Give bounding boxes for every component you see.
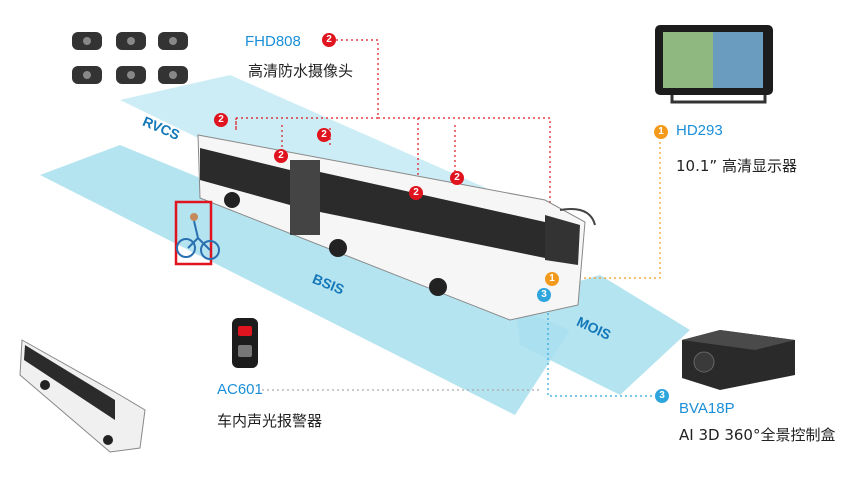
connector-lines <box>235 39 661 397</box>
bus-image <box>197 134 596 321</box>
cyclist-image <box>174 200 220 266</box>
ac601-code: AC601 <box>217 381 263 398</box>
camera-badge: 2 <box>317 128 331 142</box>
fhd808-desc: 高清防水摄像头 <box>248 62 354 80</box>
camera-badge: 2 <box>214 113 228 127</box>
hd293-code: HD293 <box>676 122 723 139</box>
fhd808-code: FHD808 <box>245 33 301 50</box>
bva18p-desc: AI 3D 360°全景控制盒 <box>679 426 836 444</box>
controller-image <box>682 330 795 390</box>
small-bus-image <box>19 339 146 453</box>
alarm-image <box>232 318 258 368</box>
bsis-zone <box>40 145 570 415</box>
camera-badge: 2 <box>450 171 464 185</box>
bva18p-badge: 3 <box>655 389 669 403</box>
ac601-desc: 车内声光报警器 <box>217 412 323 430</box>
bva18p-code: BVA18P <box>679 400 735 417</box>
camera-badge: 2 <box>409 186 423 200</box>
hd293-badge: 1 <box>654 125 668 139</box>
display-badge: 1 <box>545 272 559 286</box>
camera-badge: 2 <box>274 149 288 163</box>
fhd808-badge: 2 <box>322 33 336 47</box>
controller-badge: 3 <box>537 288 551 302</box>
monitor-image <box>655 25 773 104</box>
hd293-desc: 10.1” 高清显示器 <box>676 157 797 175</box>
